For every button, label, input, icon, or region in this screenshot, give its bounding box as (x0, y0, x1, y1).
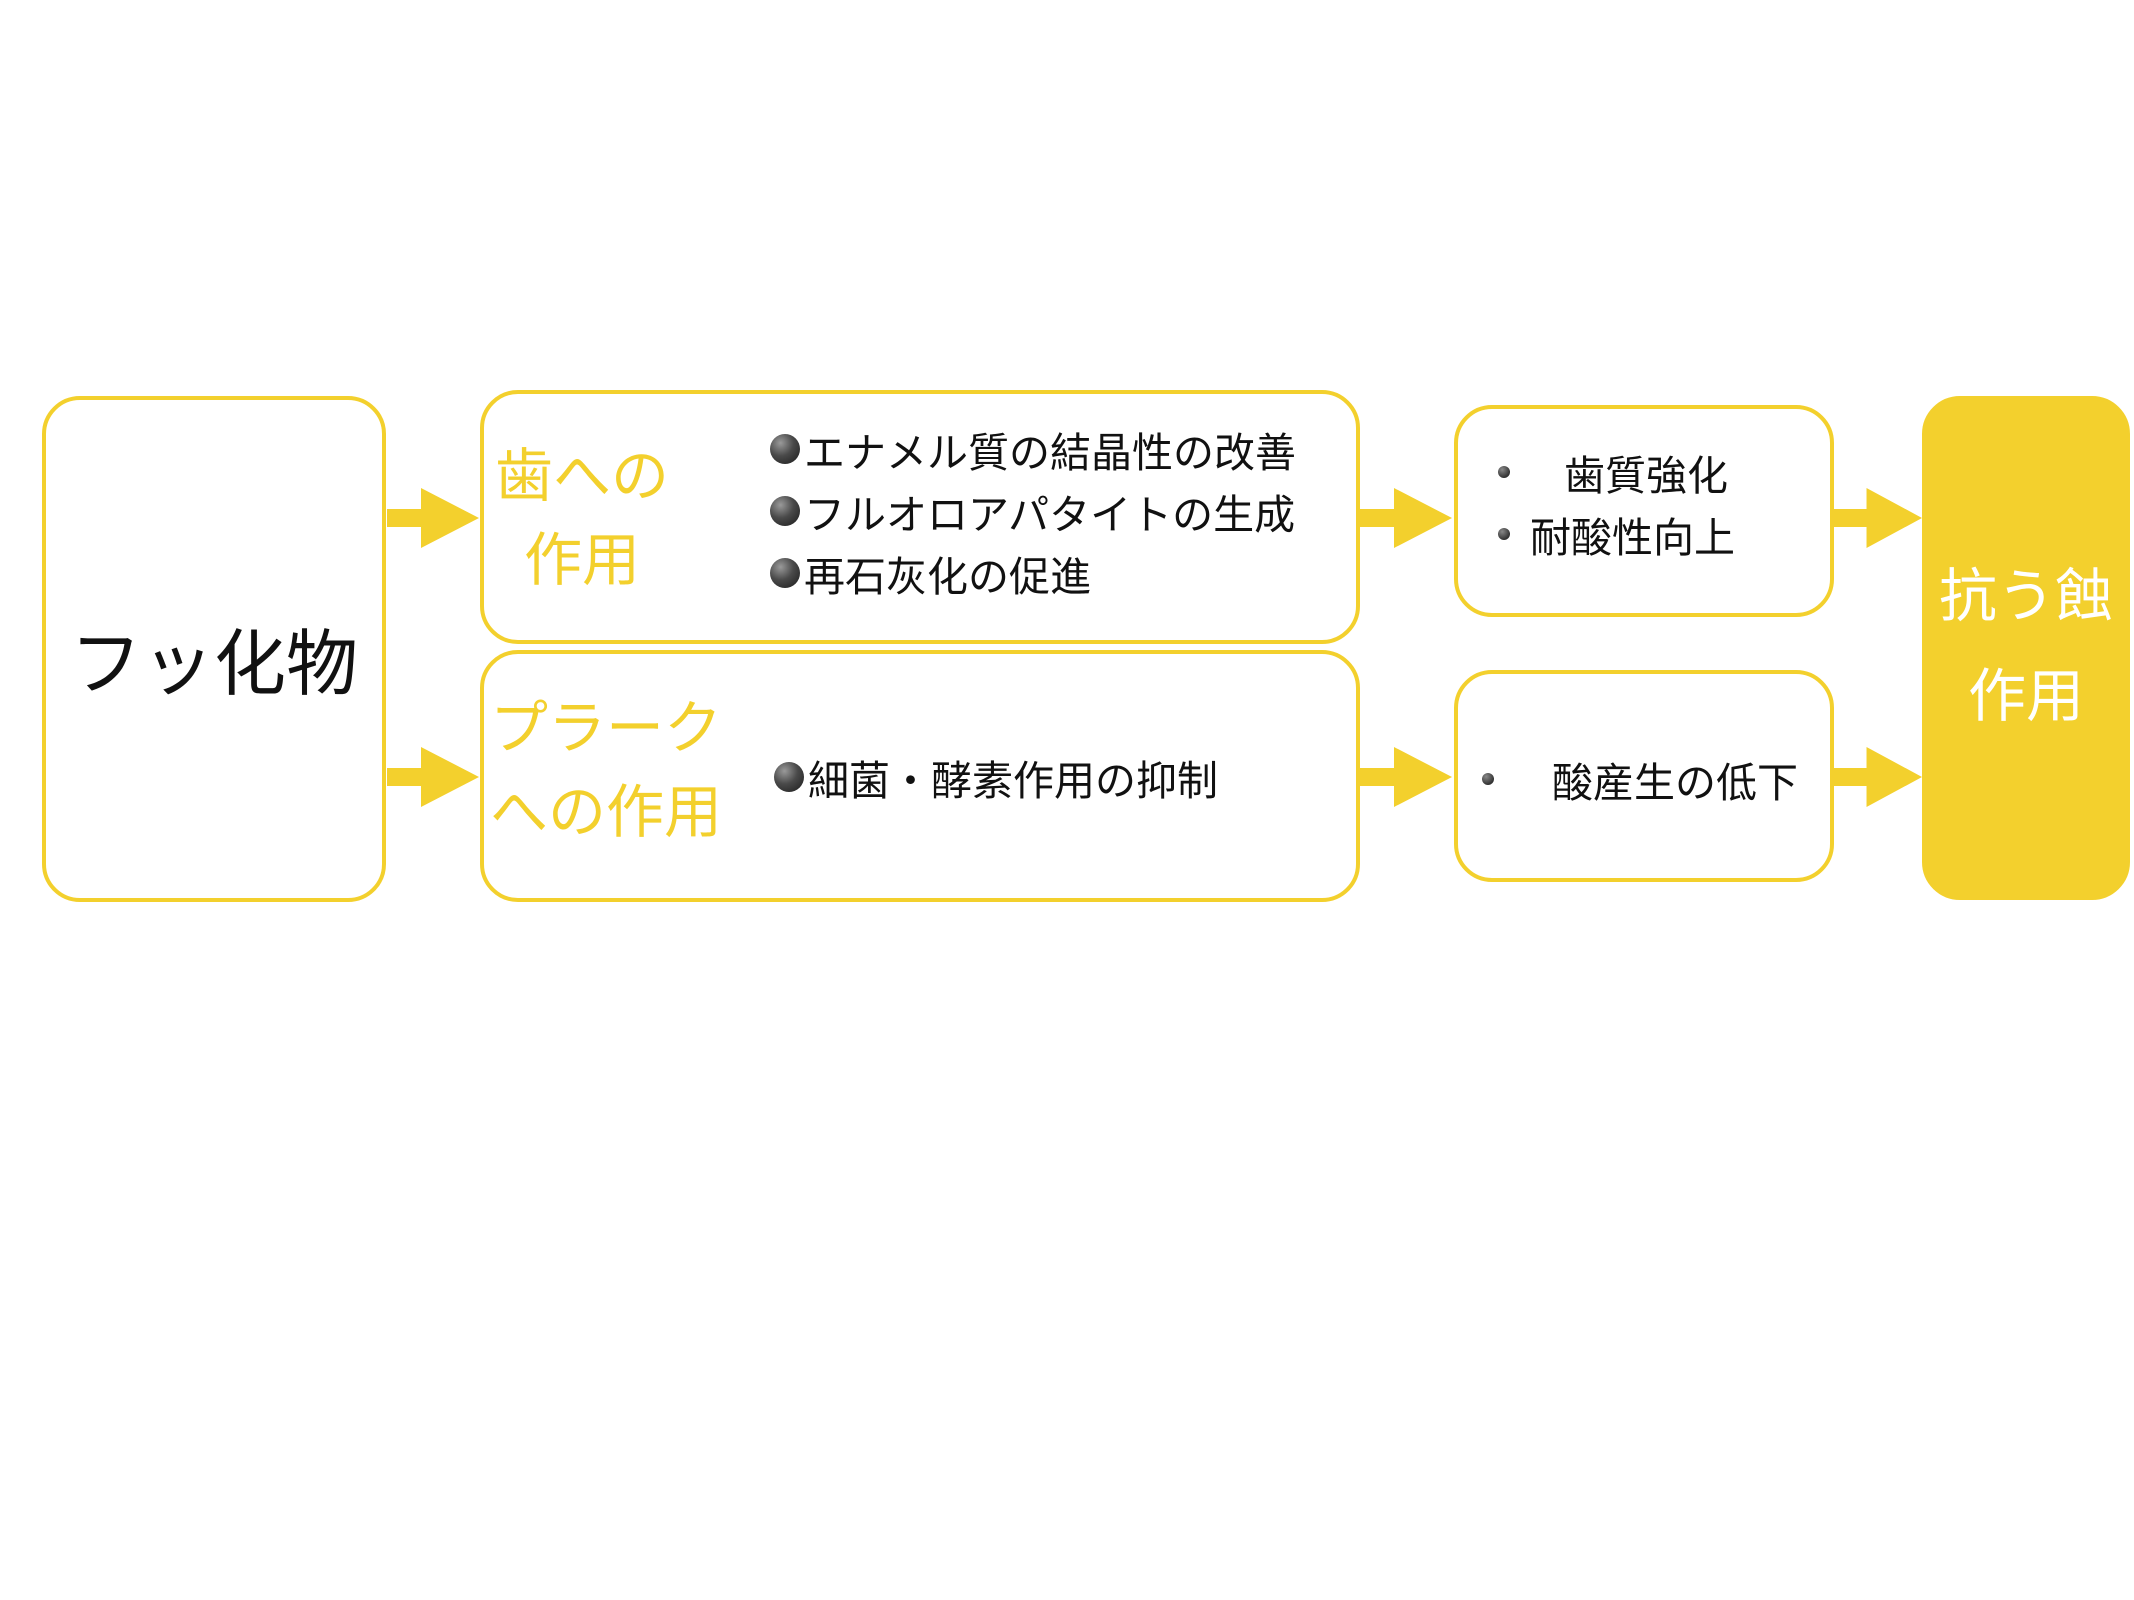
list-item: 細菌・酵素作用の抑制 (774, 746, 1218, 808)
arrow-plaque-to-result (1360, 747, 1452, 807)
arrow-source-to-plaque (387, 747, 479, 807)
list-item-text: 耐酸性向上 (1530, 514, 1735, 562)
list-item-text: 酸産生の低下 (1552, 759, 1798, 807)
arrow-tooth-result-to-outcome (1834, 488, 1922, 548)
anti-caries-label-line2: 作用 (1967, 662, 2084, 730)
fluoride-label: フッ化物 (69, 622, 358, 706)
plaque-result-box: 酸産生の低下 (1454, 670, 1834, 882)
fluoride-box: フッ化物 (42, 396, 386, 902)
tooth-result-box: 歯質強化 耐酸性向上 (1454, 405, 1834, 617)
list-item-text: フルオロアパタイトの生成 (804, 491, 1296, 539)
tooth-action-list: エナメル質の結晶性の改善 フルオロアパタイトの生成 再石灰化の促進 (770, 418, 1296, 604)
list-item: 再石灰化の促進 (770, 542, 1296, 604)
plaque-action-title-line1: プラーク (490, 694, 723, 762)
list-item: フルオロアパタイトの生成 (770, 480, 1296, 542)
bullet-ball-icon (770, 434, 800, 464)
tooth-action-box: 歯への 作用 エナメル質の結晶性の改善 フルオロアパタイトの生成 再石灰化の促進 (480, 390, 1360, 644)
list-item: 歯質強化 (1498, 441, 1735, 503)
bullet-dot-icon (1498, 528, 1510, 540)
list-item-text: 細菌・酵素作用の抑制 (808, 757, 1218, 805)
bullet-dot-icon (1498, 466, 1510, 478)
list-item-text: 歯質強化 (1564, 452, 1728, 500)
plaque-action-list: 細菌・酵素作用の抑制 (774, 746, 1218, 808)
bullet-ball-icon (774, 762, 804, 792)
arrow-tooth-to-result (1360, 488, 1452, 548)
anti-caries-label-line1: 抗う蝕 (1938, 562, 2113, 630)
anti-caries-box: 抗う蝕 作用 (1922, 396, 2130, 900)
list-item: エナメル質の結晶性の改善 (770, 418, 1296, 480)
tooth-action-title-line1: 歯への (494, 442, 669, 510)
plaque-action-box: プラーク への作用 細菌・酵素作用の抑制 (480, 650, 1360, 902)
plaque-action-title: プラーク への作用 (490, 686, 740, 854)
bullet-dot-icon (1482, 773, 1494, 785)
tooth-action-title: 歯への 作用 (492, 434, 672, 602)
plaque-action-title-line2: への作用 (490, 778, 723, 846)
arrow-source-to-tooth (387, 488, 479, 548)
bullet-ball-icon (770, 558, 800, 588)
bullet-ball-icon (770, 496, 800, 526)
tooth-result-list: 歯質強化 耐酸性向上 (1498, 441, 1735, 565)
list-item: 耐酸性向上 (1498, 503, 1735, 565)
tooth-action-title-line2: 作用 (523, 526, 640, 594)
list-item-text: エナメル質の結晶性の改善 (804, 429, 1296, 477)
arrow-plaque-result-to-outcome (1834, 747, 1922, 807)
plaque-result-list: 酸産生の低下 (1482, 748, 1798, 810)
list-item-text: 再石灰化の促進 (804, 553, 1091, 601)
list-item: 酸産生の低下 (1482, 748, 1798, 810)
anti-caries-label: 抗う蝕 作用 (1926, 546, 2126, 746)
